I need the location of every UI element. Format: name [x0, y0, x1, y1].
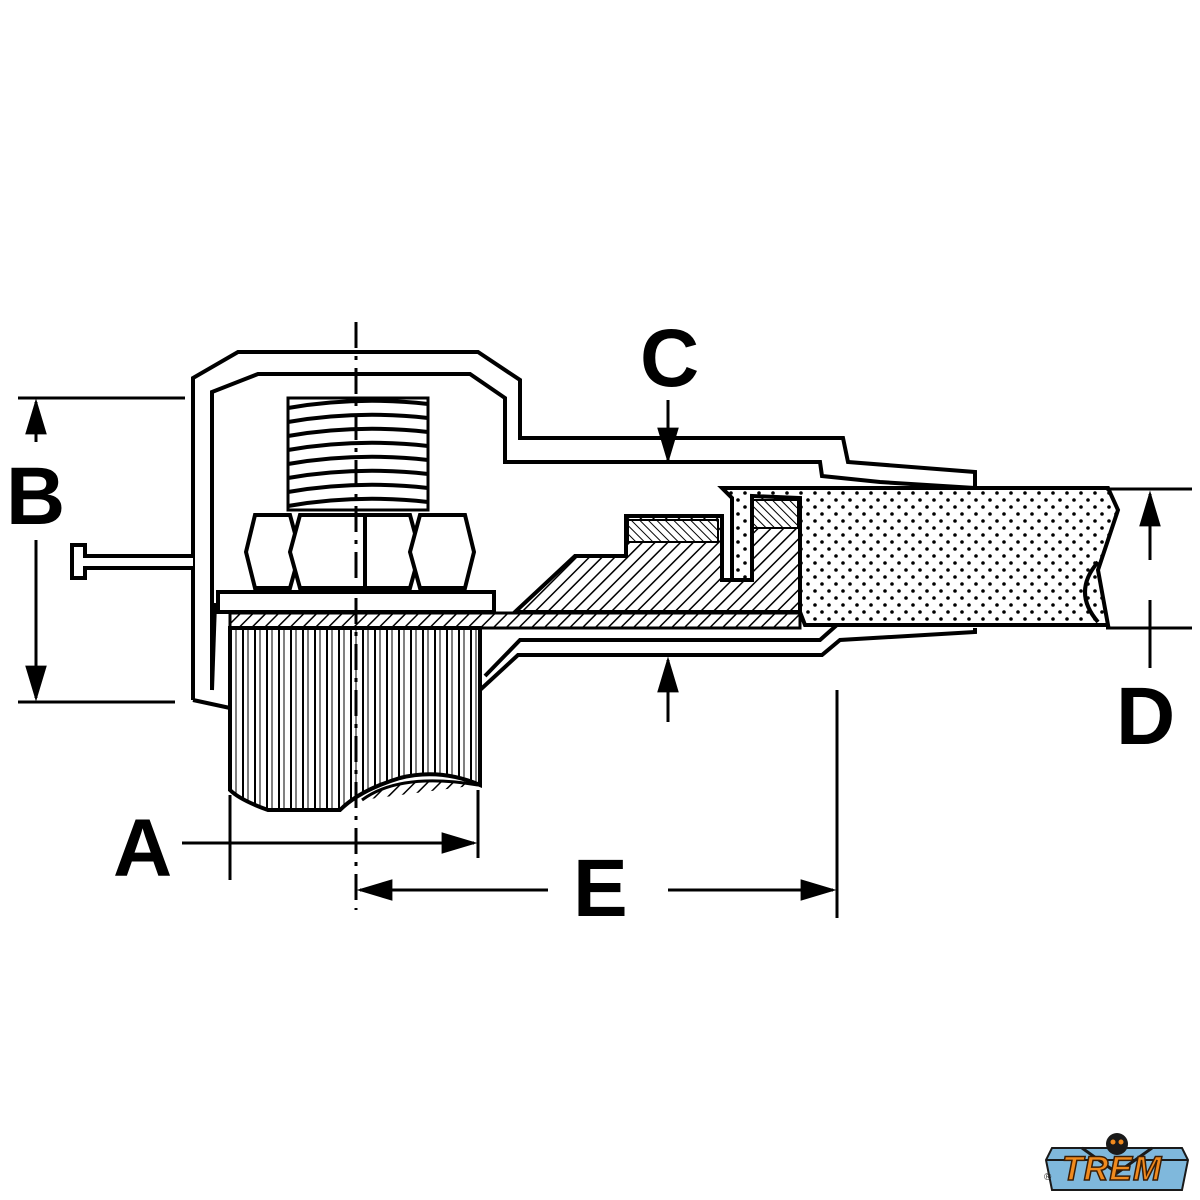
dimension-label-e: E	[573, 843, 628, 934]
dimension-d	[1106, 487, 1192, 668]
registered-mark: ®	[1044, 1172, 1052, 1183]
trem-logo	[1044, 1133, 1190, 1191]
dimension-label-a: A	[113, 803, 173, 894]
crimp-band	[627, 519, 719, 543]
dimension-b	[18, 396, 185, 704]
cable-end-cut	[1083, 560, 1100, 624]
conductor-strip	[228, 611, 802, 630]
dimension-e	[356, 690, 839, 918]
dimension-a	[182, 790, 480, 880]
mascot-icon	[1106, 1133, 1128, 1155]
dimension-label-c: C	[640, 313, 700, 404]
post-sleeve	[228, 626, 482, 812]
cable-jacket	[717, 486, 1121, 627]
hex-nut	[243, 513, 477, 590]
dimension-label-b: B	[6, 451, 66, 542]
dimension-label-d: D	[1116, 671, 1176, 762]
side-tab	[70, 543, 193, 580]
logo-text: TREM	[1061, 1149, 1163, 1189]
crimp-band-upper	[751, 499, 799, 529]
threaded-stud	[286, 396, 430, 512]
boot-inner-outline	[210, 372, 976, 691]
